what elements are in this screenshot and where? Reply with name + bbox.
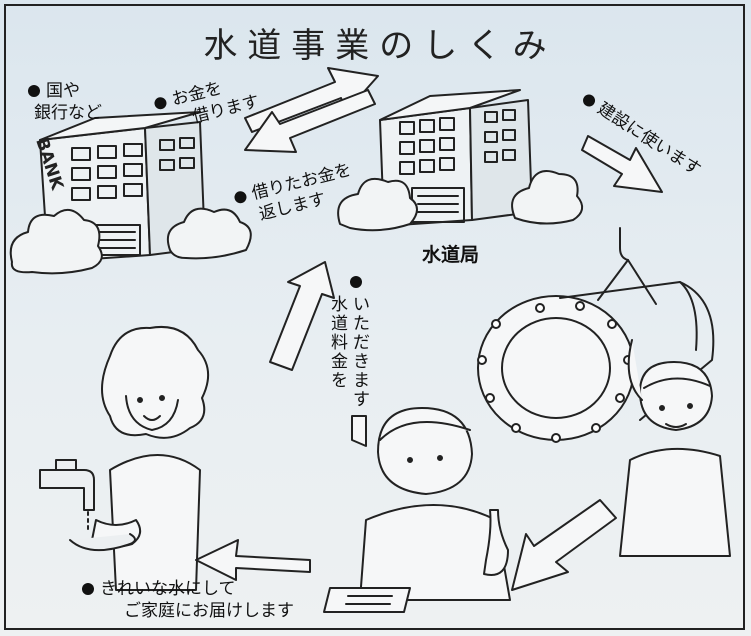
woman: [91, 326, 209, 591]
label-banks-line2: 銀行など: [34, 103, 102, 123]
lab-technician: [323, 407, 511, 613]
label-deliver-line2: ご家庭にお届けします: [124, 601, 294, 621]
construction-arrow: [581, 135, 663, 193]
bullet-dot: [82, 583, 94, 595]
borrow-arrows: [244, 67, 379, 153]
delivery-arrow-right: [511, 499, 617, 591]
label-fee-col2: いただきます: [353, 295, 370, 410]
label-banks: 国や 銀行など: [28, 80, 102, 124]
bullet-dot: [153, 95, 168, 111]
label-fee-col1: 水道料金を: [331, 295, 348, 391]
faucet: [39, 459, 136, 552]
label-waterworks: 水道局: [422, 244, 480, 266]
worker: [619, 339, 731, 557]
bullet-dot: [233, 189, 248, 205]
bushes-center: [337, 170, 584, 232]
bushes-left: [9, 207, 252, 275]
label-banks-line1: 国や: [46, 81, 80, 101]
diagram-title: 水道事業のしくみ: [203, 26, 557, 66]
delivery-arrow-left: [195, 539, 311, 581]
waterworks-building: [379, 89, 533, 227]
fee-arrow: [269, 261, 335, 371]
label-deliver-line1: きれいな水にして: [100, 579, 236, 599]
diagram-frame: [4, 4, 745, 630]
bullet-dot: [350, 276, 362, 288]
bullet-dot: [28, 85, 40, 97]
label-deliver: きれいな水にして ご家庭にお届けします: [82, 578, 294, 622]
